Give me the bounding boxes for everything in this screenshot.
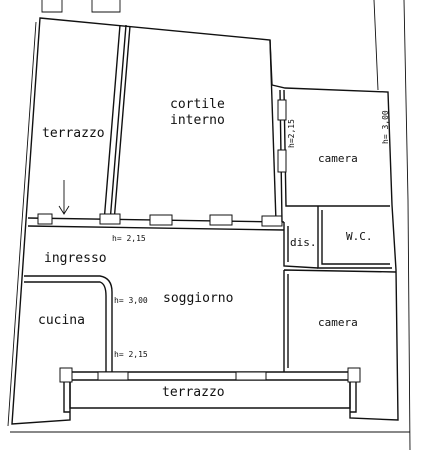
label-h-camera-top: h= 3,00 — [381, 110, 390, 144]
right-boundary — [373, 0, 411, 450]
courtyard-right-wall — [269, 39, 277, 223]
label-dis: dis. — [290, 236, 317, 249]
window-11 — [235, 371, 267, 381]
outer-wall-inner — [7, 21, 37, 427]
entrance-arrow — [58, 180, 70, 215]
label-interno: interno — [170, 113, 225, 128]
label-camera-bottom: camera — [318, 316, 358, 329]
label-cortile: cortile — [170, 97, 225, 112]
window-1 — [99, 213, 121, 225]
terrace-courtyard-divider — [103, 24, 131, 223]
label-wc: W.C. — [346, 230, 373, 243]
label-h-cortile-side: h=2,15 — [287, 119, 296, 148]
camera-bottom-walls — [283, 269, 397, 372]
label-cucina: cucina — [38, 313, 85, 328]
label-soggiorno: soggiorno — [163, 291, 233, 306]
window-4 — [261, 215, 283, 227]
window-5 — [37, 213, 53, 225]
label-terrazzo-bottom: terrazzo — [162, 385, 225, 400]
outer-wall — [11, 17, 399, 425]
label-h-lower: h= 2,15 — [114, 350, 148, 359]
window-8 — [59, 367, 73, 383]
window-6 — [277, 99, 287, 121]
label-h-ingresso: h= 2,15 — [112, 234, 146, 243]
dis-walls — [283, 222, 319, 269]
label-terrazzo-top: terrazzo — [42, 126, 105, 141]
label-camera-top: camera — [318, 152, 358, 165]
window-7 — [277, 149, 287, 173]
window-10 — [97, 371, 129, 381]
window-3 — [209, 214, 233, 226]
kitchen-walls — [24, 275, 113, 372]
top-stubs — [41, 0, 121, 13]
window-9 — [347, 367, 361, 383]
window-2 — [149, 214, 173, 226]
label-h-soggiorno: h= 3,00 — [114, 296, 148, 305]
label-ingresso: ingresso — [44, 251, 107, 266]
